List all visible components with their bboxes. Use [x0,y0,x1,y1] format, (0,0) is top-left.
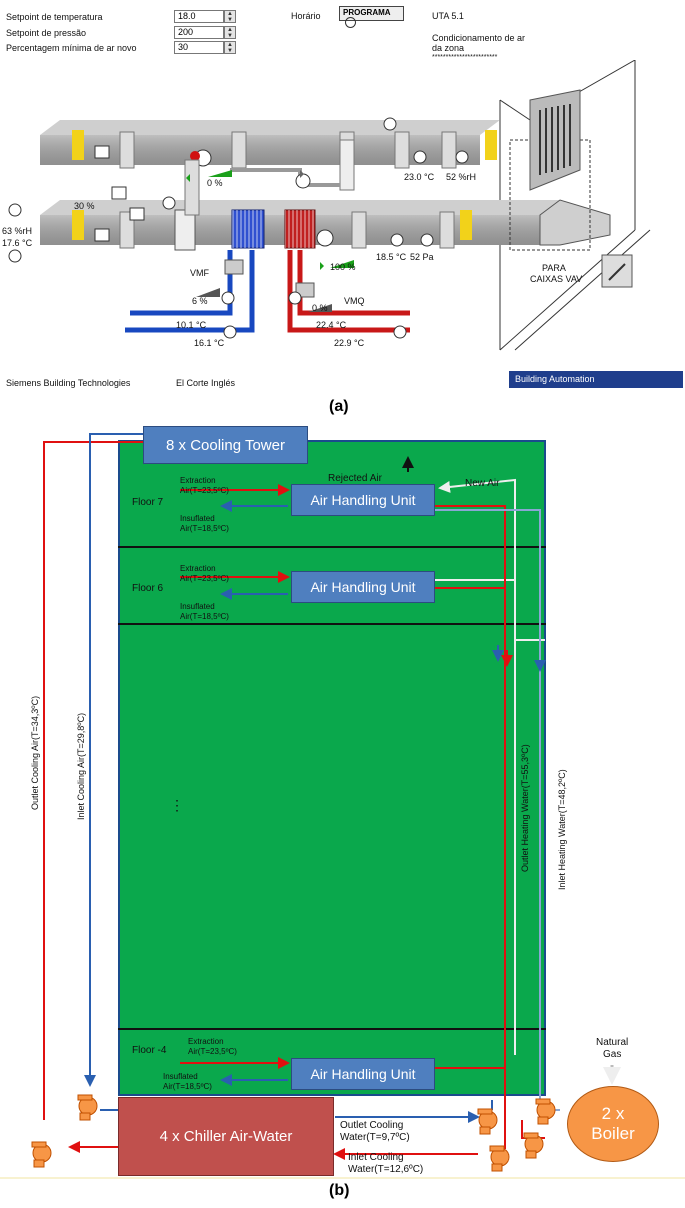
setpoint-pressure-field[interactable]: 200 [174,26,224,39]
setpoint-temperature-label: Setpoint de temperatura [6,12,103,22]
boiler: 2 x Boiler [567,1086,659,1162]
floor-6-insuflated-2: Air(T=18,5ºC) [180,612,229,621]
damper-percent: 30 % [74,201,95,211]
uta-title: UTA 5.1 [432,11,464,21]
supply-temp: 18.5 °C [376,252,407,262]
floor-6-insuflated-1: Insuflated [180,602,215,611]
floor-6-label: Floor 6 [132,583,164,594]
zona-stars: ************************ [432,54,498,61]
inlet-cooling-air-label: Inlet Cooling Air(T=29,8ºC) [76,712,86,820]
floor-7-ahu-label: Air Handling Unit [310,492,416,508]
inlet-cooling-water-1: Inlet Cooling [348,1152,404,1163]
caption-a: (a) [329,398,349,415]
floor-minus-4-insuflated-2: Air(T=18,5ºC) [163,1082,212,1091]
supply-fan-percent: 100 % [330,262,356,272]
footer-mid: El Corte Inglés [176,378,236,388]
return-temp: 23.0 °C [404,172,435,182]
floor-7-extraction-2: Air(T=23,5ºC) [180,486,229,495]
rejected-air-label: Rejected Air [328,473,382,484]
outlet-cooling-water-1: Outlet Cooling [340,1120,404,1131]
floor-6-ahu: Air Handling Unit [291,571,435,603]
setpoint-pressure-label: Setpoint de pressão [6,28,87,38]
recirc-percent: 0 % [207,178,223,188]
vmf-label: VMF [190,268,209,278]
setpoint-min-air-label: Percentagem mínima de ar novo [6,43,137,53]
boiler-label-1: 2 x [601,1104,625,1123]
inlet-heating-water-label: Inlet Heating Water(T=48,2ºC) [557,769,567,890]
supply-pressure: 52 Pa [410,252,434,262]
ahu-schematic [8,60,651,351]
more-floors-ellipsis: ⋮ [170,797,184,813]
cooling-tower-label: 8 x Cooling Tower [166,436,285,454]
panel-a: Setpoint de temperatura 18.0 ▲▼ Setpoint… [0,0,685,392]
floor-divider [118,623,546,625]
caption-b: (b) [329,1182,350,1199]
panel-b: 8 x Cooling Tower Rejected Air New Air F… [0,420,685,1208]
hot-temp-2: 22.9 °C [334,338,365,348]
para-line-1: PARA [542,263,566,273]
vmq-percent: 0 % [312,303,328,313]
cooling-tower-box: 8 x Cooling Tower [143,426,308,464]
chiller-box: 4 x Chiller Air-Water [118,1097,334,1176]
pipe-network [0,433,685,1179]
inlet-cooling-water-2: Water(T=12,6ºC) [348,1164,424,1175]
setpoint-pressure-spinner[interactable]: ▲▼ [224,26,236,39]
floor-6-extraction-1: Extraction [180,564,216,573]
building-automation-bar[interactable]: Building Automation [509,371,683,388]
hot-temp-1: 22.4 °C [316,320,347,330]
floor-minus-4-label: Floor -4 [132,1045,167,1056]
floor-7-label: Floor 7 [132,497,164,508]
outlet-heating-water-label: Outlet Heating Water(T=55,3ºC) [520,744,530,872]
floor-minus-4-extraction-2: Air(T=23,5ºC) [188,1047,237,1056]
floor-6-extraction-2: Air(T=23,5ºC) [180,574,229,583]
natural-gas-1: Natural [596,1037,629,1048]
temp-outside: 17.6 °C [2,238,33,248]
cold-temp-1: 10.1 °C [176,320,207,330]
floor-minus-4-extraction-1: Extraction [188,1037,224,1046]
cold-temp-2: 16.1 °C [194,338,225,348]
setpoint-min-air-spinner[interactable]: ▲▼ [224,41,236,54]
vmq-label: VMQ [344,296,365,306]
programa-label: PROGRAMA [343,8,391,17]
floor-7-insuflated-2: Air(T=18,5ºC) [180,524,229,533]
zona-line-1: Condicionamento de ar [432,33,526,43]
return-humidity: 52 %rH [446,172,477,182]
floor-minus-4-insuflated-1: Insuflated [163,1072,198,1081]
zona-line-2: da zona [432,43,465,53]
boiler-label-2: Boiler [591,1124,635,1143]
new-air-label: New Air [465,478,500,489]
floor-minus-4-ahu: Air Handling Unit [291,1058,435,1090]
natural-gas-2: Gas [603,1049,622,1060]
vmf-percent: 6 % [192,296,208,306]
floor-7-insuflated-1: Insuflated [180,514,215,523]
floor-minus-4-ahu-label: Air Handling Unit [310,1066,416,1082]
floor-7-ahu: Air Handling Unit [291,484,435,516]
humidity-outside: 63 %rH [2,226,33,236]
chiller-label: 4 x Chiller Air-Water [159,1128,293,1145]
floor-divider [118,1028,546,1030]
clock-icon [345,17,356,28]
setpoint-temperature-spinner[interactable]: ▲▼ [224,10,236,23]
floor-7-extraction-1: Extraction [180,476,216,485]
footer-left: Siemens Building Technologies [6,378,131,388]
outlet-cooling-water-2: Water(T=9,7ºC) [340,1132,410,1143]
outlet-cooling-air-label: Outlet Cooling Air(T=34,3ºC) [30,695,40,810]
floor-6-ahu-label: Air Handling Unit [310,579,416,595]
setpoint-min-air-field[interactable]: 30 [174,41,224,54]
floor-divider [118,546,546,548]
setpoint-temperature-field[interactable]: 18.0 [174,10,224,23]
programa-button[interactable]: PROGRAMA [339,6,404,28]
building-area [118,440,546,1096]
para-line-2: CAIXAS VAV [530,274,583,284]
horario-label: Horário [291,11,321,21]
